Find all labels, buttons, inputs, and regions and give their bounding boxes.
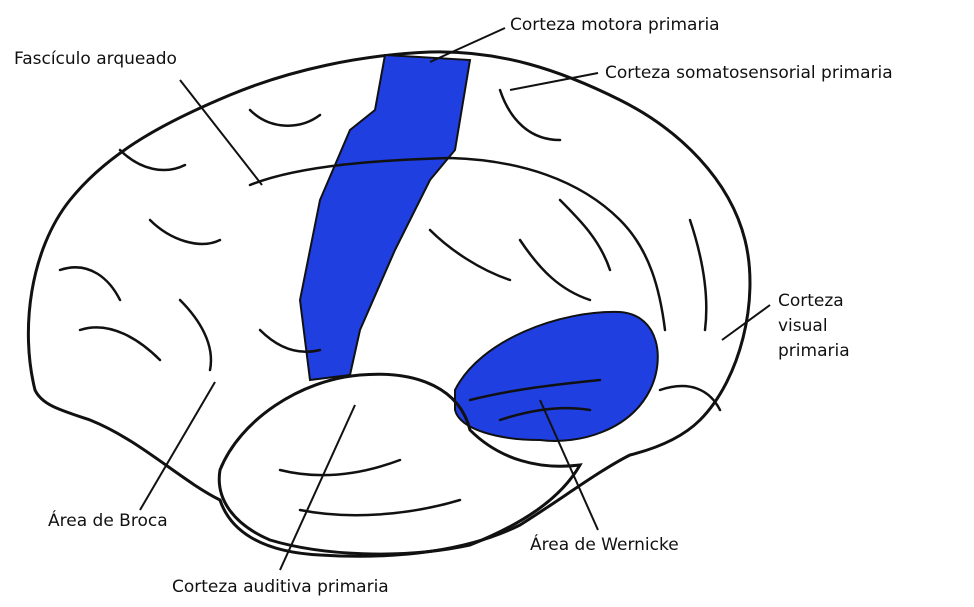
label-visual-cortex-2: visual [778,315,828,337]
label-motor-cortex: Corteza motora primaria [510,14,720,36]
label-somatosensory-cortex: Corteza somatosensorial primaria [605,62,893,84]
label-arcuate-fasciculus: Fascículo arqueado [14,48,177,70]
label-wernickes-area: Área de Wernicke [530,534,679,556]
label-visual-cortex-1: Corteza [778,290,844,312]
label-auditory-cortex: Corteza auditiva primaria [172,576,389,598]
label-brocas-area: Área de Broca [48,510,168,532]
label-visual-cortex-3: primaria [778,340,850,362]
